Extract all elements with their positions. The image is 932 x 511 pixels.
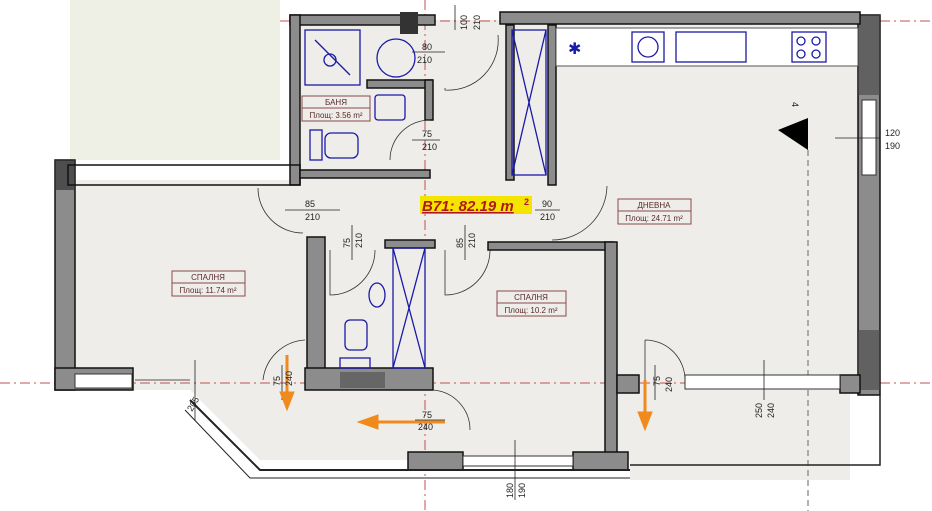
opening-dimensions: 100 210 80 210 75 210 85 210 90 210 75 2… xyxy=(185,15,900,498)
svg-text:Площ: 24.71 m²: Площ: 24.71 m² xyxy=(625,214,683,223)
svg-text:100: 100 xyxy=(459,15,469,30)
room-label-living: ДНЕВНА Площ: 24.71 m² xyxy=(617,198,692,225)
wall-interior xyxy=(306,236,326,388)
svg-text:240: 240 xyxy=(284,371,294,386)
svg-text:240: 240 xyxy=(766,403,776,418)
svg-text:СПАЛНЯ: СПАЛНЯ xyxy=(514,293,548,302)
svg-text:210: 210 xyxy=(305,212,320,222)
svg-text:210: 210 xyxy=(472,15,482,30)
svg-text:✱: ✱ xyxy=(568,41,581,58)
svg-text:СПАЛНЯ: СПАЛНЯ xyxy=(191,273,225,282)
svg-text:80: 80 xyxy=(422,42,432,52)
svg-text:75: 75 xyxy=(272,376,282,386)
svg-text:75: 75 xyxy=(422,410,432,420)
svg-text:240: 240 xyxy=(664,377,674,392)
svg-text:190: 190 xyxy=(517,483,527,498)
floor-main xyxy=(70,180,860,390)
svg-text:75: 75 xyxy=(422,129,432,139)
unit-title-highlight xyxy=(420,196,532,214)
svg-text:90: 90 xyxy=(542,199,552,209)
section-marker-label: 4 xyxy=(790,102,800,107)
unit-title: B71: 82.19 m xyxy=(422,198,514,215)
svg-text:240: 240 xyxy=(418,422,433,432)
neighbor-area xyxy=(70,0,280,160)
svg-text:Площ: 10.2 m²: Площ: 10.2 m² xyxy=(504,306,557,315)
svg-text:ДНЕВНА: ДНЕВНА xyxy=(638,201,672,210)
svg-text:85: 85 xyxy=(455,238,465,248)
kitchen: ✱ xyxy=(555,27,859,67)
svg-text:Площ: 3.56 m²: Площ: 3.56 m² xyxy=(309,111,362,120)
svg-text:210: 210 xyxy=(417,55,432,65)
svg-text:210: 210 xyxy=(422,142,437,152)
svg-text:190: 190 xyxy=(885,141,900,151)
room-label-bedroom-1: СПАЛНЯ Площ: 11.74 m² xyxy=(171,270,246,297)
svg-text:Площ: 11.74 m²: Площ: 11.74 m² xyxy=(180,286,237,295)
svg-text:250: 250 xyxy=(754,403,764,418)
svg-text:120: 120 xyxy=(885,128,900,138)
svg-text:210: 210 xyxy=(540,212,555,222)
svg-text:75: 75 xyxy=(652,376,662,386)
svg-text:210: 210 xyxy=(467,233,477,248)
svg-text:БАНЯ: БАНЯ xyxy=(325,98,347,107)
room-label-bedroom-2: СПАЛНЯ Площ: 10.2 m² xyxy=(496,290,567,317)
unit-title-sup: 2 xyxy=(524,197,529,207)
svg-text:85: 85 xyxy=(305,199,315,209)
bathroom-fixtures xyxy=(304,29,547,369)
section-marker-icon xyxy=(778,118,808,150)
svg-text:75: 75 xyxy=(342,238,352,248)
room-label-bathroom: БАНЯ Площ: 3.56 m² xyxy=(301,95,371,122)
wall-west xyxy=(54,159,76,391)
svg-text:180: 180 xyxy=(505,483,515,498)
entry-arrows xyxy=(279,355,653,432)
svg-text:210: 210 xyxy=(354,233,364,248)
